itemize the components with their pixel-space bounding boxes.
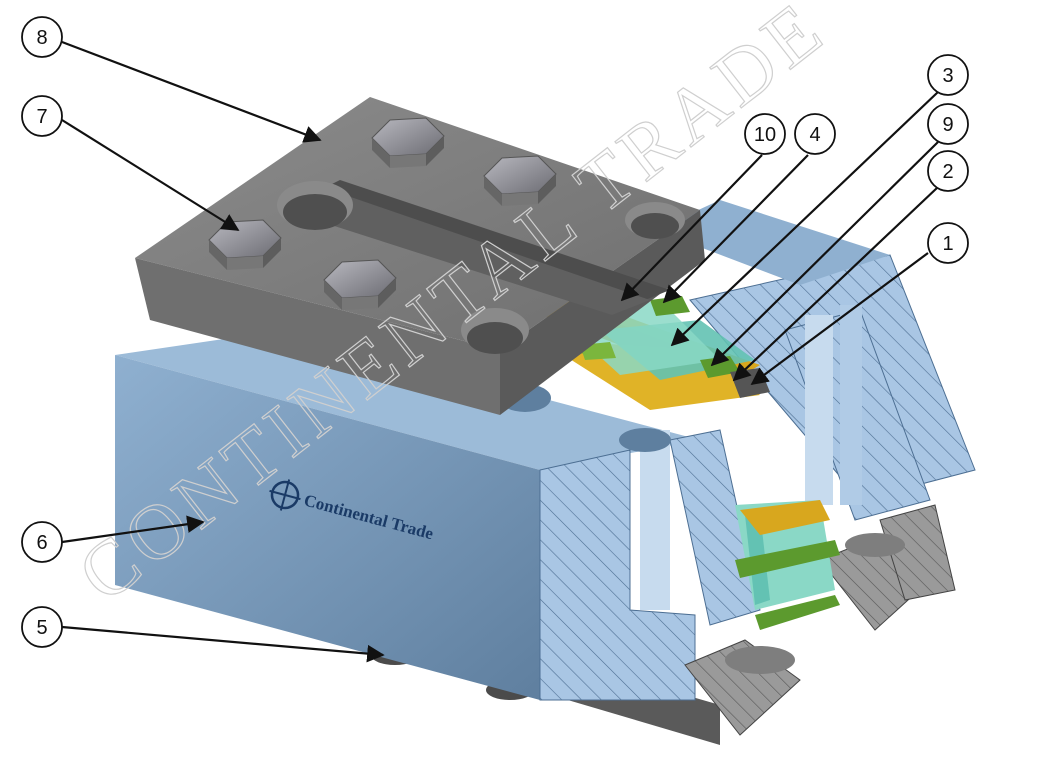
brand-logo-icon — [269, 479, 301, 511]
svg-text:1: 1 — [942, 233, 953, 255]
top-clamp-plate — [135, 97, 705, 415]
callout-9: 9 — [927, 103, 969, 145]
hex-bolt-icon — [208, 117, 557, 310]
svg-text:2: 2 — [942, 161, 953, 183]
callout-4: 4 — [794, 113, 836, 155]
callout-6: 6 — [21, 521, 63, 563]
callout-10: 10 — [744, 113, 786, 155]
callout-8: 8 — [21, 16, 63, 58]
svg-text:10: 10 — [754, 124, 776, 146]
callout-1: 1 — [927, 222, 969, 264]
blue-housing — [115, 200, 976, 736]
svg-text:9: 9 — [942, 114, 953, 136]
svg-text:8: 8 — [36, 27, 47, 49]
svg-text:3: 3 — [942, 65, 953, 87]
svg-text:4: 4 — [809, 124, 820, 146]
callout-2: 2 — [927, 150, 969, 192]
svg-text:6: 6 — [36, 532, 47, 554]
callout-3: 3 — [927, 54, 969, 96]
callout-5: 5 — [21, 606, 63, 648]
callout-7: 7 — [21, 95, 63, 137]
svg-text:7: 7 — [36, 106, 47, 128]
leader-lines — [61, 40, 939, 663]
svg-text:5: 5 — [36, 617, 47, 639]
